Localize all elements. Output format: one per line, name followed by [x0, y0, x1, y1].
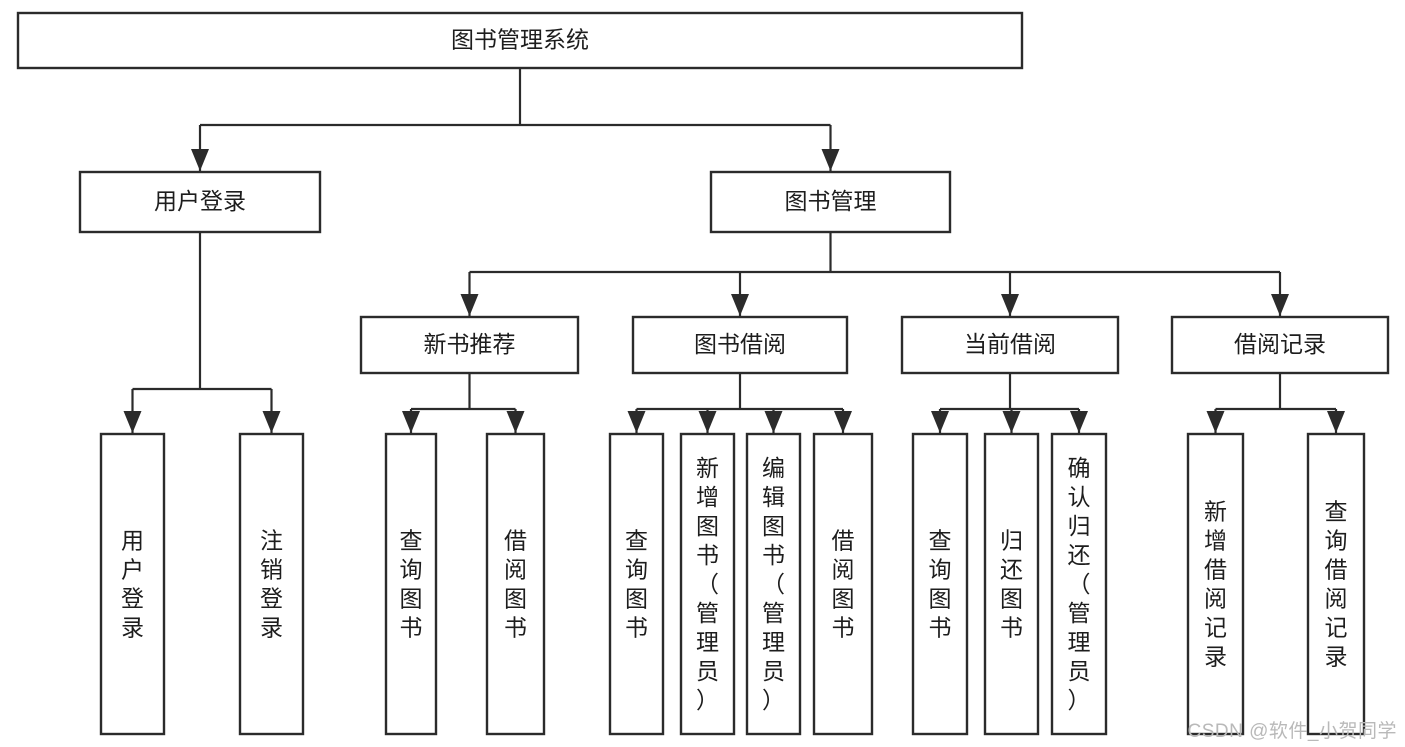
- node-user-login-box[interactable]: [78, 170, 322, 234]
- csdn-watermark: CSDN @软件_小贺同学: [1187, 721, 1397, 742]
- leaf-borrow-book-label: 借阅图书: [832, 528, 855, 641]
- leaf-add-borrow-record[interactable]: 新增借阅记录: [1186, 432, 1245, 736]
- leaf-query-book-borrow[interactable]: 查询图书: [608, 432, 665, 736]
- arrow-head-book_borrow-child-0: [627, 411, 646, 433]
- leaf-logout-login-label: 注销登录: [260, 528, 283, 641]
- arrow-head-bookmanage-child-1: [731, 294, 749, 316]
- leaf-logout-login[interactable]: 注销登录: [238, 432, 305, 736]
- node-current-borrow-box[interactable]: [900, 315, 1120, 375]
- arrow-head-book_borrow-child-1: [698, 411, 717, 433]
- leaf-query-book-borrow-label: 查询图书: [625, 528, 648, 641]
- node-new-book-recommend[interactable]: 新书推荐: [359, 315, 580, 375]
- arrow-head-user_login-child-1: [262, 411, 281, 433]
- leaf-borrow-book-rec-box[interactable]: [485, 432, 546, 736]
- arrow-head-bookmanage-child-0: [460, 294, 479, 316]
- arrow-head-borrow_record-child-0: [1206, 411, 1225, 433]
- leaf-add-borrow-record-box[interactable]: [1186, 432, 1245, 736]
- arrow-head-user_login-child-0: [123, 411, 142, 433]
- arrow-head-bookmanage-child-3: [1271, 294, 1289, 316]
- leaf-return-book-label: 归还图书: [1000, 528, 1023, 641]
- leaf-query-borrow-record-label: 查询借阅记录: [1325, 499, 1348, 670]
- leaf-borrow-book-rec-label: 借阅图书: [504, 528, 527, 641]
- node-user-login-label: 用户登录: [154, 188, 246, 214]
- arrow-head-bookmanage-child-2: [1001, 294, 1019, 316]
- node-borrow-record-box[interactable]: [1170, 315, 1390, 375]
- node-system-root-box[interactable]: [16, 11, 1024, 70]
- arrow-head-root-child-0: [191, 149, 209, 171]
- leaf-return-book-box[interactable]: [983, 432, 1040, 736]
- leaf-confirm-return-box[interactable]: [1050, 432, 1108, 736]
- leaf-add-book-admin-box[interactable]: [679, 432, 736, 736]
- leaf-edit-book-admin-label: 编辑图书（管理员）: [762, 455, 785, 713]
- node-borrow-record-label: 借阅记录: [1234, 331, 1326, 357]
- node-book-management[interactable]: 图书管理: [709, 170, 952, 234]
- node-book-management-box[interactable]: [709, 170, 952, 234]
- leaf-query-book-borrow-box[interactable]: [608, 432, 665, 736]
- arrow-head-current_borrow-child-0: [931, 411, 949, 433]
- leaf-add-book-admin[interactable]: 新增图书（管理员）: [679, 432, 736, 736]
- node-new-book-recommend-label: 新书推荐: [424, 331, 516, 357]
- node-layer: 图书管理系统用户登录图书管理新书推荐图书借阅当前借阅借阅记录用户登录注销登录查询…: [16, 11, 1390, 736]
- node-book-management-label: 图书管理: [785, 188, 877, 214]
- node-borrow-record[interactable]: 借阅记录: [1170, 315, 1390, 375]
- leaf-query-borrow-record-box[interactable]: [1306, 432, 1366, 736]
- leaf-confirm-return[interactable]: 确认归还（管理员）: [1050, 432, 1108, 736]
- leaf-query-book-rec-box[interactable]: [384, 432, 438, 736]
- leaf-user-login-box[interactable]: [99, 432, 166, 736]
- connector-layer: [123, 68, 1345, 433]
- leaf-query-borrow-record[interactable]: 查询借阅记录: [1306, 432, 1366, 736]
- leaf-edit-book-admin[interactable]: 编辑图书（管理员）: [745, 432, 802, 736]
- leaf-borrow-book[interactable]: 借阅图书: [812, 432, 874, 736]
- leaf-edit-book-admin-box[interactable]: [745, 432, 802, 736]
- arrow-head-current_borrow-child-1: [1002, 411, 1021, 433]
- node-book-borrow-label: 图书借阅: [694, 331, 786, 357]
- node-system-root[interactable]: 图书管理系统: [16, 11, 1024, 70]
- leaf-add-borrow-record-label: 新增借阅记录: [1204, 499, 1227, 670]
- leaf-query-book-rec-label: 查询图书: [400, 528, 423, 641]
- leaf-return-book[interactable]: 归还图书: [983, 432, 1040, 736]
- arrow-head-borrow_record-child-1: [1327, 411, 1345, 433]
- node-user-login[interactable]: 用户登录: [78, 170, 322, 234]
- leaf-query-book-rec[interactable]: 查询图书: [384, 432, 438, 736]
- leaf-user-login-label: 用户登录: [121, 528, 144, 641]
- arrow-head-book_borrow-child-3: [834, 411, 852, 433]
- leaf-add-book-admin-label: 新增图书（管理员）: [696, 455, 719, 713]
- node-current-borrow[interactable]: 当前借阅: [900, 315, 1120, 375]
- node-system-root-label: 图书管理系统: [451, 27, 589, 53]
- arrow-head-root-child-1: [821, 149, 840, 171]
- arrow-head-book_borrow-child-2: [764, 411, 783, 433]
- leaf-query-book-cur-box[interactable]: [911, 432, 969, 736]
- node-new-book-recommend-box[interactable]: [359, 315, 580, 375]
- leaf-query-book-cur-label: 查询图书: [929, 528, 952, 641]
- leaf-query-book-cur[interactable]: 查询图书: [911, 432, 969, 736]
- arrow-head-new_book_rec-child-1: [506, 411, 525, 433]
- leaf-borrow-book-rec[interactable]: 借阅图书: [485, 432, 546, 736]
- node-current-borrow-label: 当前借阅: [964, 331, 1056, 357]
- node-book-borrow[interactable]: 图书借阅: [631, 315, 849, 375]
- leaf-logout-login-box[interactable]: [238, 432, 305, 736]
- leaf-user-login[interactable]: 用户登录: [99, 432, 166, 736]
- leaf-confirm-return-label: 确认归还（管理员）: [1068, 455, 1091, 713]
- leaf-borrow-book-box[interactable]: [812, 432, 874, 736]
- arrow-head-new_book_rec-child-0: [402, 411, 420, 433]
- node-book-borrow-box[interactable]: [631, 315, 849, 375]
- arrow-head-current_borrow-child-2: [1070, 411, 1088, 433]
